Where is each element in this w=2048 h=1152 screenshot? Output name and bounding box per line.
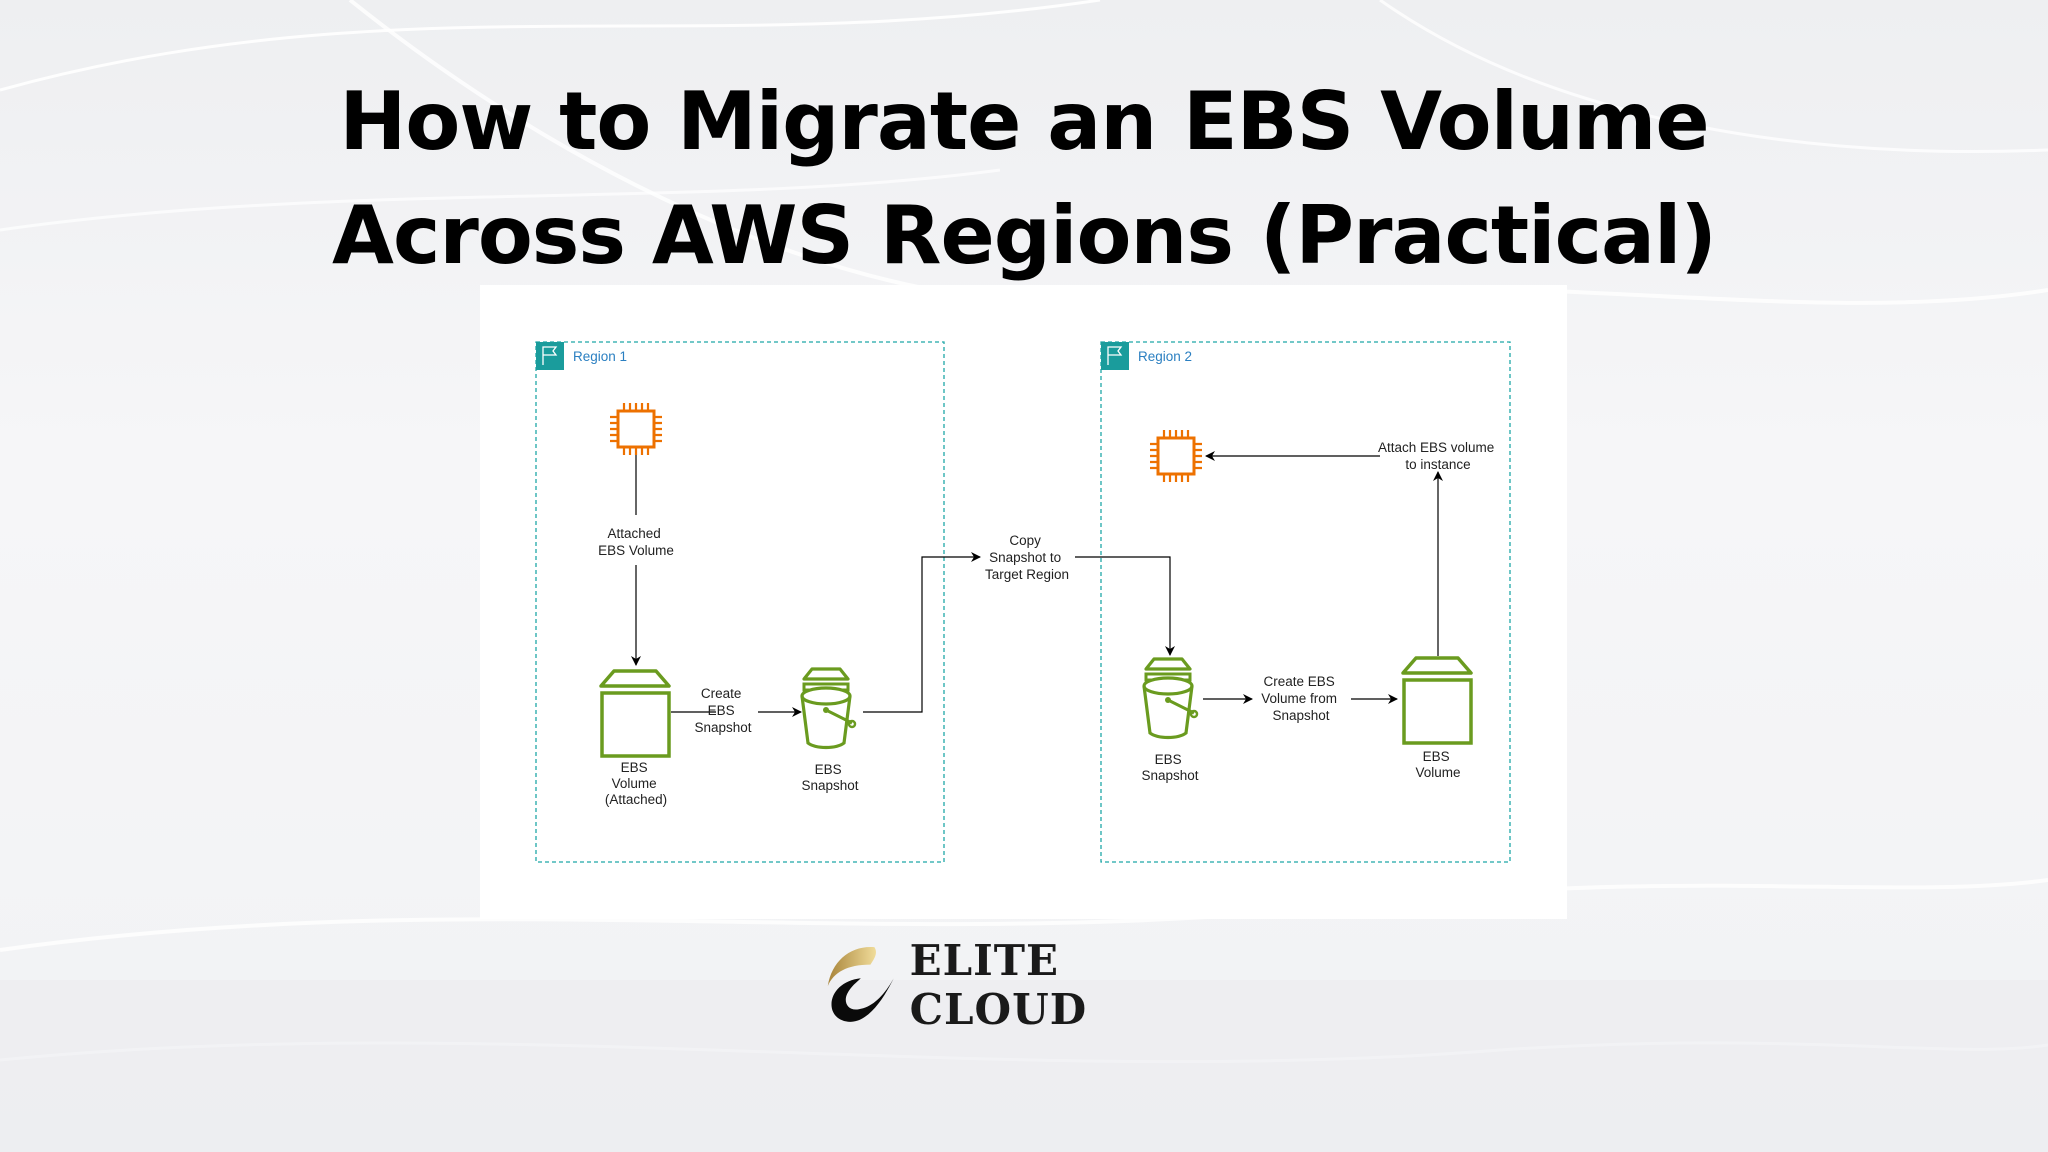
edge-label-create-snapshot: Create EBS Snapshot bbox=[694, 686, 751, 735]
page-title-line-2: Across AWS Regions (Practical) bbox=[332, 189, 1717, 282]
region-2-label: Region 2 bbox=[1138, 349, 1192, 364]
ebs-snapshot-icon[interactable] bbox=[800, 667, 857, 750]
ebs-snapshot-icon[interactable] bbox=[1142, 657, 1199, 740]
edge-label-attach-volume: Attach EBS volume to instance bbox=[1378, 440, 1498, 472]
ec2-instance-icon[interactable] bbox=[1150, 430, 1202, 482]
edge-label-copy-snapshot: Copy Snapshot to Target Region bbox=[985, 533, 1069, 582]
brand-logo: ELITE CLOUD bbox=[822, 936, 1242, 1034]
region-2-group: Region 2 bbox=[1100, 341, 1511, 863]
edge-label-attached: Attached EBS Volume bbox=[598, 526, 674, 558]
region-flag-icon bbox=[1101, 342, 1129, 370]
page-title-line-1: How to Migrate an EBS Volume bbox=[339, 75, 1709, 168]
ebs-snapshot-r2-label: EBS Snapshot bbox=[1141, 752, 1198, 783]
edge-label-create-volume: Create EBS Volume from Snapshot bbox=[1261, 674, 1341, 723]
architecture-diagram: Region 1 Region 2 Attached EBS Vo bbox=[535, 341, 1511, 863]
brand-name: ELITE CLOUD bbox=[909, 936, 1088, 1034]
ebs-snapshot-r1-label: EBS Snapshot bbox=[801, 762, 858, 793]
region-1-boundary bbox=[535, 341, 945, 863]
ebs-volume-icon[interactable] bbox=[1401, 656, 1473, 745]
ebs-volume-icon[interactable] bbox=[599, 669, 671, 758]
elite-cloud-logo-icon bbox=[827, 947, 894, 1022]
ec2-instance-icon[interactable] bbox=[610, 403, 662, 455]
diagram-card: Region 1 Region 2 Attached EBS Vo bbox=[480, 285, 1567, 919]
ebs-volume-attached-label: EBS Volume (Attached) bbox=[605, 760, 667, 807]
region-1-label: Region 1 bbox=[573, 349, 627, 364]
region-flag-icon bbox=[536, 342, 564, 370]
ebs-volume-r2-label: EBS Volume bbox=[1415, 749, 1460, 780]
region-1-group: Region 1 bbox=[535, 341, 945, 863]
region-2-boundary bbox=[1100, 341, 1511, 863]
